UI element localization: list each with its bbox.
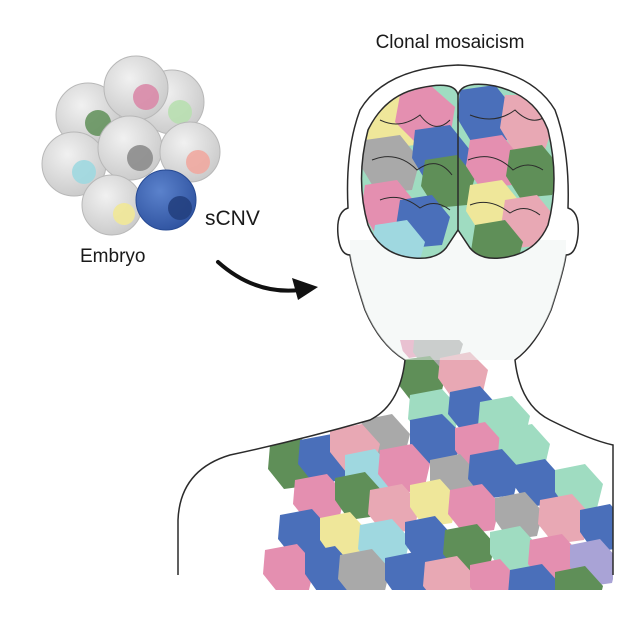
title-label: Clonal mosaicism — [376, 32, 525, 53]
embryo-cell — [159, 121, 221, 183]
embryo-cell-cluster-icon — [41, 55, 221, 236]
embryo-label: Embryo — [80, 246, 145, 267]
curved-arrow-icon — [216, 260, 318, 300]
embryo-cell — [41, 131, 107, 197]
variant-label: sCNV — [205, 207, 260, 230]
human-head-shoulders-icon — [177, 64, 614, 590]
brain-icon — [360, 83, 555, 260]
embryo-cell — [81, 174, 143, 236]
variant-cell — [135, 169, 197, 231]
embryo-cell — [97, 115, 163, 181]
embryo-cell — [103, 55, 169, 121]
